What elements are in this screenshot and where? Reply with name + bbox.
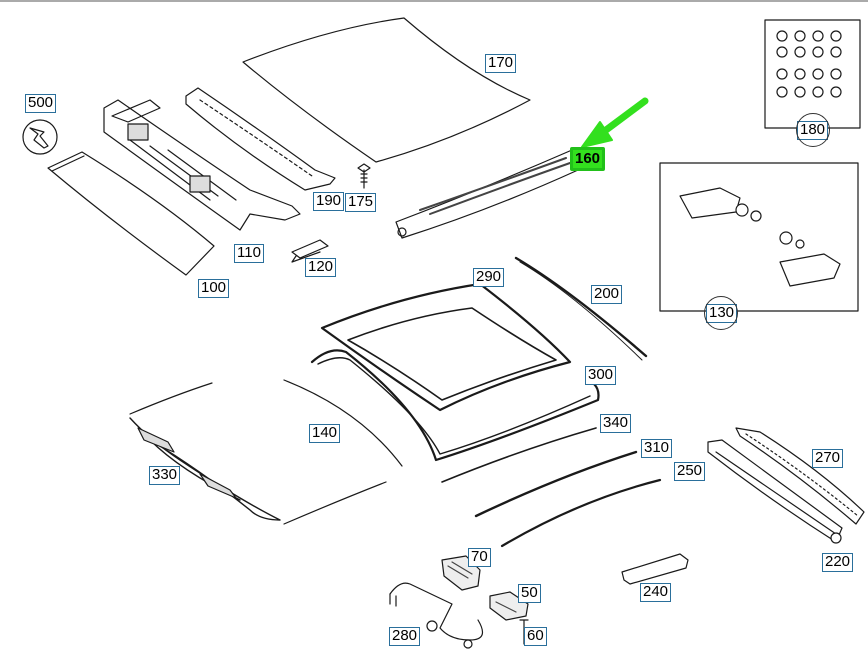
grommet-set-box [764,19,861,129]
callout-label[interactable]: 290 [473,268,505,287]
callout-label[interactable]: 120 [305,258,337,277]
callout-label[interactable]: 310 [641,439,673,458]
wiring-harness-part [389,582,484,649]
frame-seal-part [320,282,572,412]
callout-label[interactable]: 250 [674,462,706,481]
cable-curve-part [283,379,403,467]
glass-panel-part [242,17,531,163]
callout-label[interactable]: 170 [485,54,517,73]
outer-frame-part [310,349,600,462]
trim-strip-part [441,427,597,483]
callout-label[interactable]: 110 [234,244,264,263]
deflector-panel-part [47,151,215,276]
callout-label[interactable]: 140 [309,424,341,443]
rear-crossmember-part [395,149,579,239]
callout-label[interactable]: 200 [591,285,623,304]
screw-part [357,163,371,189]
callout-label[interactable]: 190 [313,192,345,211]
callout-label[interactable]: 60 [524,627,547,646]
wrench-icon [22,119,58,155]
callout-label[interactable]: 100 [198,279,230,298]
callout-label[interactable]: 330 [149,466,181,485]
callout-label[interactable]: 500 [25,94,57,113]
rear-seal-rail-part [735,427,865,525]
drain-strip-part [474,450,638,518]
guide-strip-part [500,478,662,548]
callout-label[interactable]: 70 [468,548,491,567]
callout-circle [704,296,738,330]
callout-label[interactable]: 340 [600,414,632,433]
bracket-part [621,553,689,585]
callout-label[interactable]: 240 [640,583,672,602]
slider-kit-box [659,162,859,312]
rail-seal-part [185,87,336,191]
pointer-arrow-icon [581,97,649,148]
callout-label-highlighted[interactable]: 160 [570,147,606,171]
side-rail-strip-part [514,256,648,358]
callout-label[interactable]: 300 [585,366,617,385]
front-frame-part [103,99,301,231]
callout-label[interactable]: 220 [822,553,854,572]
guide-rail-part [707,439,843,544]
drive-cable-part [129,417,281,521]
callout-label[interactable]: 280 [389,627,421,646]
clip-part [291,239,329,263]
callout-label[interactable]: 270 [812,449,844,468]
callout-label[interactable]: 175 [345,193,377,212]
callout-label[interactable]: 50 [518,584,541,603]
callout-circle [796,113,830,147]
